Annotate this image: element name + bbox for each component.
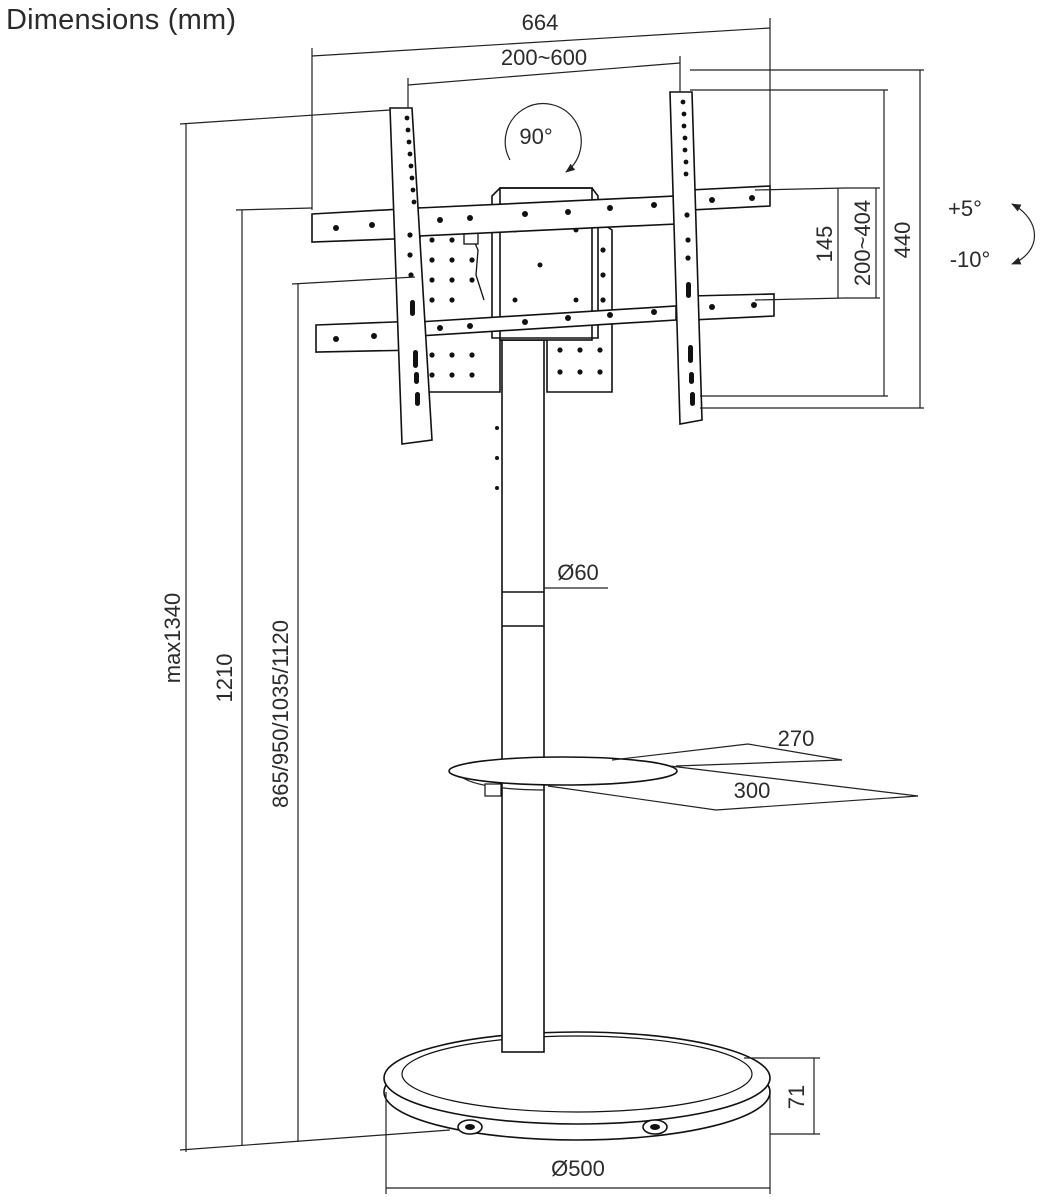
pole [495, 339, 545, 1053]
dimension-base-height: 71 [744, 1057, 820, 1135]
tilt-down-label: -10° [950, 247, 991, 272]
mount-heights-label: 865/950/1035/1120 [268, 620, 293, 808]
dimension-shelf-depth: 270 [611, 726, 843, 767]
vesa-vertical-label: 200~404 [850, 200, 875, 286]
base [383, 1031, 771, 1141]
dimension-vesa-horizontal: 200~600 [407, 45, 681, 108]
overall-width-label: 664 [522, 10, 559, 35]
vertical-rail-right [669, 91, 703, 425]
max-height-label: max1340 [160, 593, 185, 684]
dimension-pole-diameter: Ø60 [544, 560, 608, 589]
dimension-arm-spacing: 145 [754, 187, 846, 301]
dimension-height-1210: 1210 [212, 207, 313, 1146]
rotation-label: 90° [519, 124, 552, 149]
dimension-bracket-height: 440 [690, 69, 924, 409]
caster-left [457, 1119, 483, 1135]
page-title: Dimensions (mm) [6, 4, 237, 36]
bracket-height-label: 440 [890, 222, 915, 259]
base-height-label: 71 [784, 1085, 809, 1109]
dimension-max-height: max1340 [160, 109, 451, 1152]
arm-spacing-label: 145 [812, 226, 837, 263]
height-1210-label: 1210 [212, 654, 237, 703]
base-diameter-label: Ø500 [551, 1156, 605, 1181]
vesa-horizontal-label: 200~600 [501, 45, 587, 70]
rotation-indicator: 90° [504, 103, 582, 173]
dimension-base-diameter: Ø500 [385, 1092, 771, 1194]
shelf-depth-label: 270 [778, 726, 815, 751]
pole-diameter-label: Ø60 [557, 560, 599, 585]
tilt-indicator: +5° -10° [948, 196, 1036, 272]
shelf [448, 756, 678, 797]
vertical-rail-left [389, 107, 433, 445]
dimension-shelf-width: 300 [547, 765, 919, 811]
dimension-mount-heights: 865/950/1035/1120 [268, 276, 416, 1142]
horizontal-arm-bottom [315, 293, 775, 353]
tilt-up-label: +5° [948, 196, 982, 221]
dimension-vesa-vertical: 200~404 [690, 89, 888, 397]
dimension-overall-width: 664 [311, 10, 771, 210]
caster-right [642, 1119, 668, 1135]
shelf-width-label: 300 [734, 778, 771, 803]
